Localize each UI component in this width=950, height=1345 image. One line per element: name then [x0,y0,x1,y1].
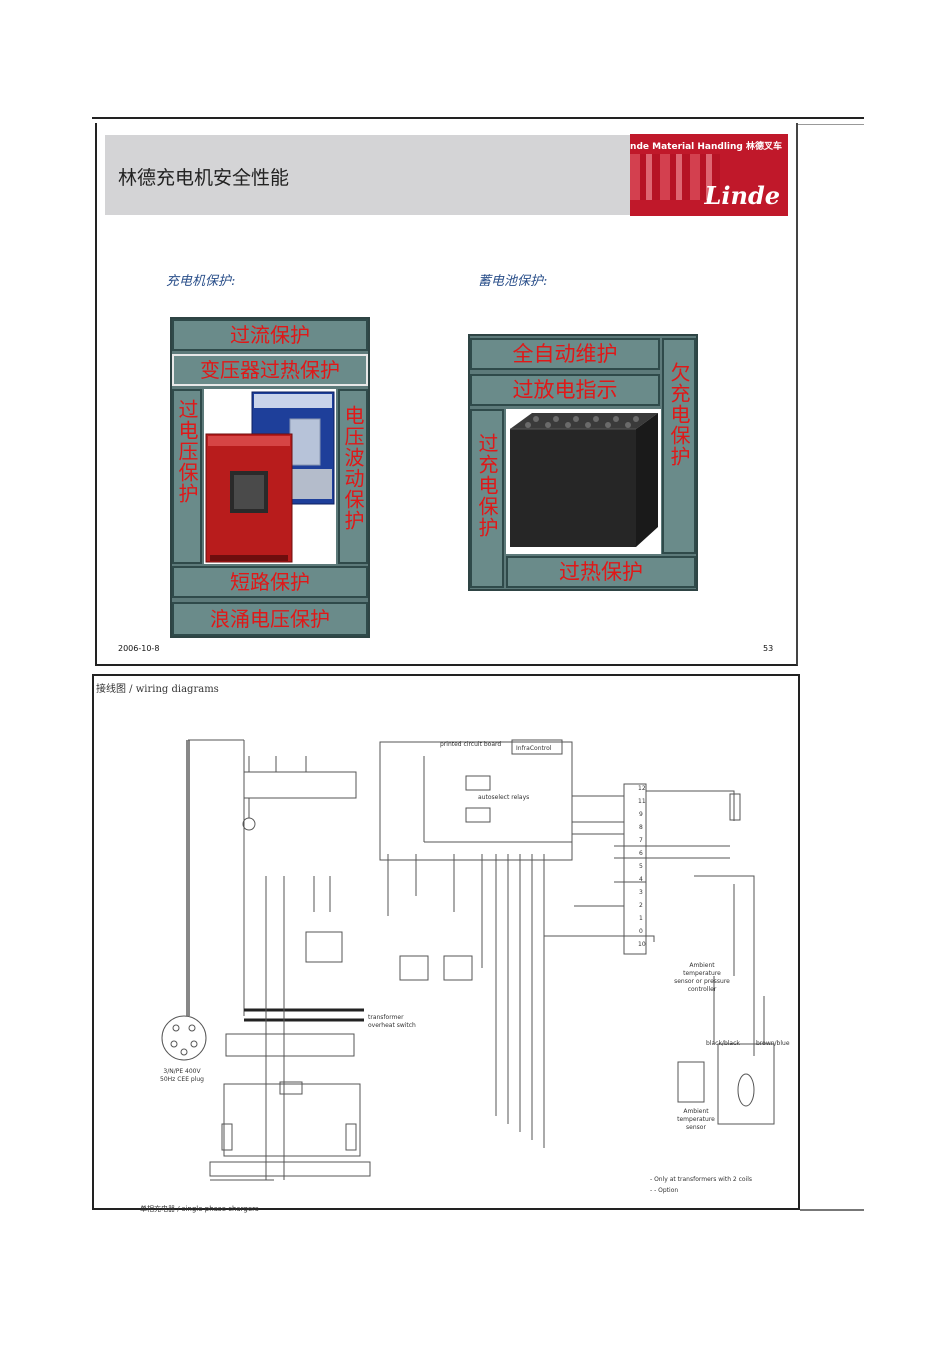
transformer-label: transformer overheat switch [368,1014,416,1029]
terminal-2: 2 [639,902,643,909]
wiring-schematic: 12 11 9 8 7 6 5 4 3 2 1 0 10 [161,739,775,1181]
charger-heading: 充电机保护: [166,274,236,289]
charger-illustration [205,391,335,563]
wiring-diagram-frame [92,674,800,1210]
diagram-footer-caption: 单相充电器 / single phase chargers [140,1205,259,1213]
charger-photo [204,389,336,564]
relays-label: autoselect relays [478,794,530,801]
logo-stripes [630,154,720,200]
overcharge-text: 过充电保护 [475,433,499,538]
auto-maintenance-label: 全自动维护 [470,338,660,370]
linde-logo: Linde Material Handling 林德叉车 Linde [630,134,788,216]
voltage-fluctuation-text: 电压波动保护 [341,405,365,531]
terminal-9: 9 [639,811,643,818]
right-rule-diagram [800,1209,864,1211]
terminal-6: 6 [639,850,643,857]
battery-photo [506,409,661,554]
slide-date: 2006-10-8 [118,644,160,653]
top-rule [92,117,864,119]
terminal-4: 4 [639,876,643,883]
plug-label: 3/N/PE 400V 50Hz CEE plug [160,1068,204,1083]
transformer-overheat-label: 变压器过热保护 [172,354,368,386]
terminal-10: 10 [638,941,646,948]
logo-brand: Linde [704,181,781,210]
terminal-0: 0 [639,928,643,935]
logo-tagline: Linde Material Handling 林德叉车 [630,142,782,152]
terminal-7: 7 [639,837,643,844]
overcurrent-label: 过流保护 [172,319,368,351]
voltage-fluctuation-label: 电压波动保护 [338,389,368,564]
terminal-5: 5 [639,863,643,870]
infracontrol-label: InfraControl [516,745,552,752]
note1-label: - Only at transformers with 2 coils [650,1176,753,1183]
cable2-label: brown/blue [756,1040,790,1047]
undercharge-text: 欠充电保护 [667,362,691,467]
overvoltage-label: 过电压保护 [172,389,202,564]
overvoltage-text: 过电压保护 [175,399,199,504]
battery-heading: 蓄电池保护: [478,274,548,289]
battery-illustration [510,413,658,547]
diagram-title: 接线图 / wiring diagrams [96,684,219,695]
terminal-1: 1 [639,915,643,922]
terminal-8: 8 [639,824,643,831]
short-circuit-label: 短路保护 [172,566,368,598]
surge-label: 浪涌电压保护 [172,602,368,636]
slide-title: 林德充电机安全性能 [118,167,290,189]
terminal-numbers: 12 11 9 8 7 6 5 4 3 2 1 0 10 [638,785,646,948]
overcharge-label: 过充电保护 [470,409,504,588]
overheat-label: 过热保护 [506,556,696,588]
overdischarge-indicator-label: 过放电指示 [470,374,660,406]
note2-label: - - Option [650,1187,679,1194]
slide-page-number: 53 [763,644,774,653]
ambient-sensor2-label: Ambient temperature sensor [677,1108,715,1131]
terminal-12: 12 [638,785,646,792]
terminal-11: 11 [638,798,646,805]
terminal-3: 3 [639,889,643,896]
right-rule-slide [798,124,864,125]
ambient-sensor-label: Ambient temperature sensor or pressure c… [674,962,730,993]
slide-header-band [105,135,631,215]
cable1-label: black/black [706,1040,740,1047]
undercharge-label: 欠充电保护 [662,338,696,554]
pcb-label: printed circuit board [440,741,502,748]
